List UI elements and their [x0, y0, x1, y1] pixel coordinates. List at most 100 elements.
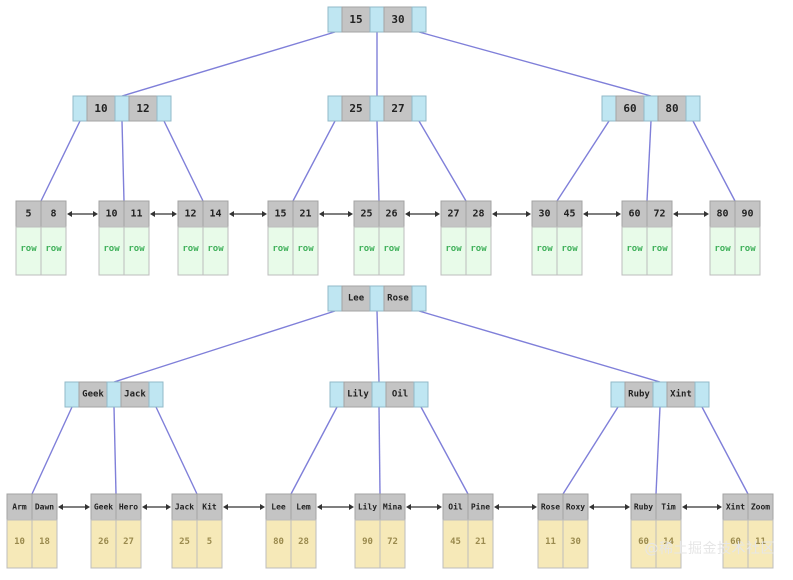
leaf-value-cell: [556, 226, 583, 276]
leaf-value-label: row: [626, 244, 643, 254]
key-cell: [341, 285, 371, 312]
leaf-value-label: row: [103, 244, 120, 254]
leaf-value-label: row: [128, 244, 145, 254]
leaf-value-cell: [734, 226, 761, 276]
pointer-cell: [610, 381, 626, 408]
pointer-cell: [369, 6, 385, 33]
key-label: Rose: [387, 294, 409, 304]
tree-edge: [376, 120, 380, 202]
leaf-key-label: 11: [130, 209, 142, 220]
pointer-cell: [327, 6, 343, 33]
leaf-key-label: Lily: [358, 502, 377, 512]
leaf-key-label: 26: [385, 209, 397, 220]
key-label: 12: [136, 102, 149, 115]
leaf-key-label: 5: [25, 209, 31, 220]
pointer-cell: [106, 381, 122, 408]
leaf-link-arrow-left: [583, 211, 588, 217]
key-label: Xint: [670, 389, 692, 400]
leaf-value-label: row: [207, 244, 224, 254]
leaf-value-cell: [465, 226, 492, 276]
leaf-key-label: Kit: [202, 502, 217, 512]
pointer-cell: [114, 95, 130, 122]
leaf-value-label: row: [45, 244, 62, 254]
tree-edge: [121, 31, 336, 97]
leaf-value-label: 80: [273, 537, 284, 547]
pointer-cell: [601, 95, 617, 122]
leaf-value-cell: [646, 226, 673, 276]
leaf-value-cell: [655, 519, 682, 569]
pointer-cell: [371, 381, 387, 408]
leaf-key-label: Oil: [448, 502, 463, 512]
pointer-cell: [413, 381, 429, 408]
leaf-link-arrow-left: [673, 211, 678, 217]
leaf-value-label: row: [182, 244, 199, 254]
leaf-link-arrow-left: [492, 211, 497, 217]
leaf-value-label: 72: [387, 537, 398, 547]
leaf-value-label: 10: [14, 537, 25, 547]
tree-edge: [701, 406, 749, 495]
leaf-key-label: 30: [538, 209, 550, 220]
pointer-cell: [369, 285, 385, 312]
pointer-cell: [652, 381, 668, 408]
leaf-key-cell: [290, 493, 317, 521]
pointer-cell: [156, 95, 172, 122]
leaf-key-label: 60: [628, 209, 640, 220]
tree-edge: [290, 406, 338, 495]
leaf-value-cell: [31, 519, 58, 569]
leaf-link-arrow-right: [532, 504, 537, 510]
leaf-value-cell: [531, 226, 558, 276]
leaf-link-arrow-left: [682, 504, 687, 510]
leaf-value-label: row: [651, 244, 668, 254]
key-cell: [341, 95, 371, 122]
leaf-link-arrow-right: [526, 211, 531, 217]
leaf-key-cell: [202, 200, 229, 228]
leaf-value-cell: [171, 519, 198, 569]
leaf-key-label: Zoom: [751, 503, 770, 512]
leaf-key-label: 8: [50, 209, 56, 220]
key-label: Lee: [348, 294, 365, 304]
clustered_index_tree-leaf-node: 60 row 72 row: [621, 200, 673, 276]
pointer-cell: [411, 285, 427, 312]
leaf-key-label: 72: [653, 209, 665, 220]
key-cell: [657, 95, 687, 122]
leaf-key-cell: [722, 493, 749, 521]
leaf-link-arrow-left: [406, 504, 411, 510]
pointer-cell: [694, 381, 710, 408]
leaf-key-label: Tim: [661, 502, 676, 512]
leaf-value-cell: [265, 519, 292, 569]
key-label: 80: [665, 102, 678, 115]
leaf-value-label: 45: [450, 537, 461, 547]
leaf-value-label: 60: [638, 537, 649, 547]
key-label: Lily: [347, 389, 369, 400]
key-cell: [383, 285, 413, 312]
tree-edge: [163, 120, 204, 202]
pointer-cell: [148, 381, 164, 408]
leaf-key-cell: [378, 200, 405, 228]
leaf-value-label: 26: [98, 537, 109, 547]
tree-edge: [113, 310, 336, 383]
leaf-value-label: row: [358, 244, 375, 254]
leaf-link-arrow-left: [405, 211, 410, 217]
pointer-cell: [411, 95, 427, 122]
tree-edge: [646, 120, 652, 202]
key-label: 10: [94, 102, 107, 115]
leaf-link-arrow-right: [616, 211, 621, 217]
pointer-cell: [329, 381, 345, 408]
leaf-key-label: Hero: [119, 503, 138, 512]
pointer-cell: [411, 6, 427, 33]
pointer-cell: [643, 95, 659, 122]
leaf-key-cell: [123, 200, 150, 228]
leaf-value-label: row: [272, 244, 289, 254]
key-cell: [624, 381, 654, 408]
leaf-key-label: Xint: [726, 502, 745, 512]
leaf-link-arrow-right: [260, 504, 265, 510]
